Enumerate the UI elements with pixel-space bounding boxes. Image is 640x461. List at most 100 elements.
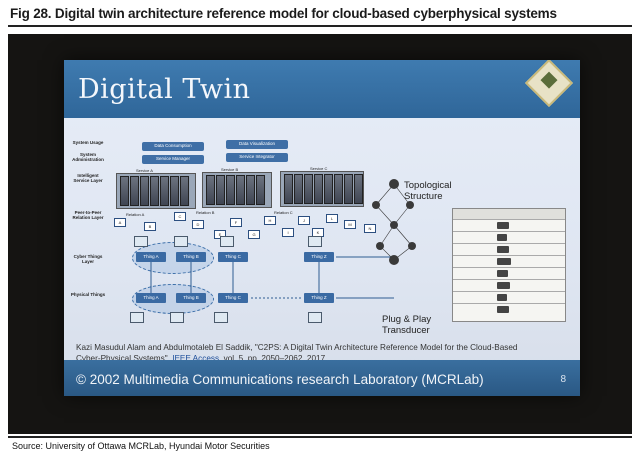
title-rule <box>8 25 632 27</box>
sensor-icon <box>214 312 228 323</box>
slide-page-number: 8 <box>560 374 566 385</box>
service-integrator-box: Service Integrator <box>226 153 288 162</box>
service-bar <box>284 174 293 204</box>
slide-title: Digital Twin <box>78 74 251 105</box>
layer-label-cyber-things: Cyber Things Layer <box>73 254 103 264</box>
table-row <box>453 303 565 316</box>
table-row <box>453 255 565 268</box>
service-bar <box>170 176 179 206</box>
table-header <box>453 209 565 219</box>
service-bar <box>236 175 245 205</box>
sensor-icon <box>130 312 144 323</box>
topological-structure-label: Topological Structure <box>404 180 452 202</box>
transducer-table <box>452 208 566 322</box>
slide-header <box>64 60 580 118</box>
service-bar <box>246 175 255 205</box>
layer-label-system-admin: System Administration <box>72 152 104 162</box>
physical-thing-b: Thing B <box>176 293 206 303</box>
relation-node: N <box>364 224 376 233</box>
cyber-thing-b: Thing B <box>176 252 206 262</box>
service-bar <box>180 176 189 206</box>
service-bar <box>150 176 159 206</box>
citation-details: , vol. 5, pp. 2050–2062, 2017 <box>219 354 326 363</box>
cyber-thing-z: Thing Z <box>304 252 334 262</box>
sensor-image <box>497 246 509 253</box>
relation-node: M <box>344 220 356 229</box>
service-manager-box: Service Manager <box>142 155 204 164</box>
sensor-image <box>497 234 507 241</box>
citation: Kazi Masudul Alam and Abdulmotaleb El Sa… <box>76 342 536 364</box>
sensor-image <box>497 306 509 313</box>
table-row <box>453 267 565 280</box>
plug-play-label: Plug & Play Transducer <box>382 314 432 336</box>
data-consumption-box: Data Consumption <box>142 142 204 151</box>
figure-title: Fig 28. Digital twin architecture refere… <box>10 6 557 21</box>
sensor-image <box>497 222 509 229</box>
relation-node: B <box>144 222 156 231</box>
relation-node: G <box>248 230 260 239</box>
relation-node: C <box>174 212 186 221</box>
service-caption-b: Service B <box>221 167 239 172</box>
sensor-image <box>497 294 507 301</box>
service-bar <box>140 176 149 206</box>
slide-photo: Digital Twin System Usage System Adminis… <box>8 34 632 434</box>
sensor-icon <box>308 312 322 323</box>
slide-footer <box>64 360 580 396</box>
layer-label-p2p-relation: Peer-to-Peer Relation Layer <box>72 210 104 220</box>
service-caption-c: Service C <box>310 166 328 171</box>
relation-node: J <box>298 216 310 225</box>
slide: Digital Twin System Usage System Adminis… <box>64 60 580 396</box>
layer-label-system-usage: System Usage <box>72 140 104 145</box>
cyber-thing-c: Thing C <box>218 252 248 262</box>
table-row <box>453 243 565 256</box>
service-bar <box>304 174 313 204</box>
physical-thing-z: Thing Z <box>304 293 334 303</box>
layer-label-intelligent-service: Intelligent Service Layer <box>73 173 103 183</box>
service-bar <box>294 174 303 204</box>
sensor-image <box>497 258 511 265</box>
source-rule <box>8 436 632 438</box>
sensor-icon <box>220 236 234 247</box>
service-bar <box>226 175 235 205</box>
sensor-image <box>497 282 510 289</box>
table-row <box>453 291 565 304</box>
service-bar <box>160 176 169 206</box>
service-bar <box>216 175 225 205</box>
physical-thing-c: Thing C <box>218 293 248 303</box>
relation-node: A <box>114 218 126 227</box>
table-row <box>453 231 565 244</box>
cyber-thing-a: Thing A <box>136 252 166 262</box>
sensor-icon <box>134 236 148 247</box>
table-row <box>453 219 565 232</box>
service-bar <box>256 175 265 205</box>
sensor-icon <box>174 236 188 247</box>
relation-node: L <box>326 214 338 223</box>
service-caption-a: Service A <box>136 168 153 173</box>
relation-label: Relation C <box>274 210 293 215</box>
layer-label-physical-things: Physical Things <box>70 292 106 297</box>
service-bar <box>354 174 363 204</box>
service-bar <box>206 175 215 205</box>
relation-node: F <box>230 218 242 227</box>
sensor-icon <box>308 236 322 247</box>
service-bar <box>120 176 129 206</box>
diagram-connectors <box>150 179 416 299</box>
citation-text: Kazi Masudul Alam and Abdulmotaleb El Sa… <box>76 343 518 363</box>
sensor-image <box>497 270 508 277</box>
copyright-text: © 2002 Multimedia Communications researc… <box>76 372 484 387</box>
service-bar <box>344 174 353 204</box>
relation-node: I <box>282 228 294 237</box>
service-bar <box>334 174 343 204</box>
relation-node: H <box>264 216 276 225</box>
citation-journal-link[interactable]: IEEE Access <box>172 354 220 363</box>
service-group-a <box>116 173 196 209</box>
physical-thing-a: Thing A <box>136 293 166 303</box>
service-bar <box>130 176 139 206</box>
figure-source: Source: University of Ottawa MCRLab, Hyu… <box>12 441 270 451</box>
service-group-c <box>280 171 364 207</box>
relation-label: Relation B <box>196 210 215 215</box>
sensor-icon <box>170 312 184 323</box>
table-row <box>453 279 565 292</box>
data-visualization-box: Data Visualization <box>226 140 288 149</box>
service-bar <box>314 174 323 204</box>
